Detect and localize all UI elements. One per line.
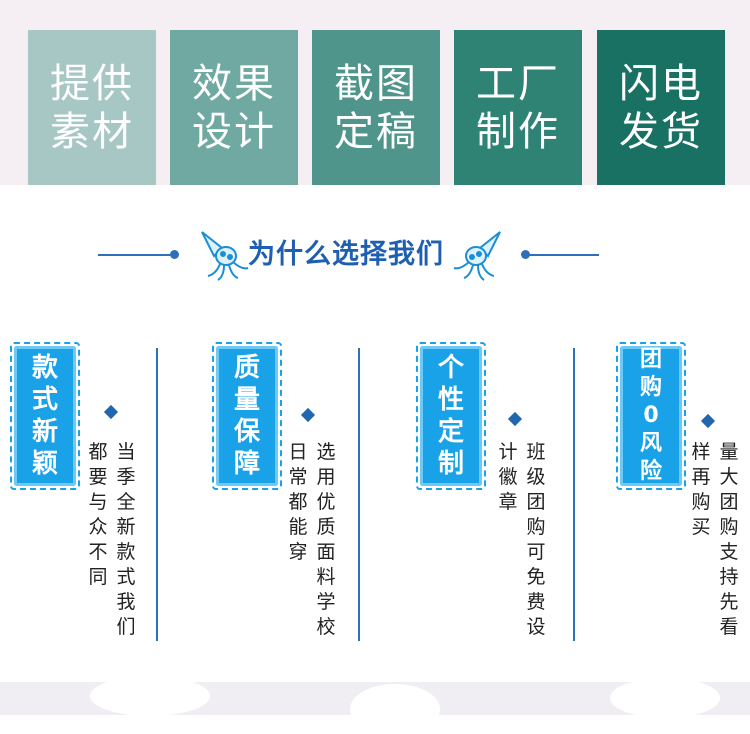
step-line1: 提供 bbox=[50, 60, 134, 107]
badge-char: 团 bbox=[639, 347, 662, 372]
badge-char: 颖 bbox=[31, 449, 58, 479]
diamond-icon bbox=[300, 407, 316, 423]
cloud-decoration bbox=[90, 676, 210, 716]
feature-text-col1: 选用优质面料学校 bbox=[316, 441, 336, 638]
step-line2: 制作 bbox=[476, 108, 560, 155]
step-line1: 工厂 bbox=[476, 60, 560, 107]
step-line2: 素材 bbox=[50, 108, 134, 155]
step-line1: 效果 bbox=[192, 60, 276, 107]
diamond-icon bbox=[103, 404, 119, 420]
step-fast-shipping: 闪电 发货 bbox=[597, 30, 725, 185]
step-provide-material: 提供 素材 bbox=[28, 30, 156, 185]
feature-text-col2: 都要与众不同 bbox=[88, 441, 108, 588]
step-factory-production: 工厂 制作 bbox=[454, 30, 582, 185]
badge-char: 个 bbox=[437, 353, 464, 383]
step-line2: 发货 bbox=[619, 108, 703, 155]
feature-text-col1: 当季全新款式我们 bbox=[116, 441, 136, 638]
diamond-icon bbox=[507, 411, 523, 427]
step-effect-design: 效果 设计 bbox=[170, 30, 298, 185]
badge-char: 式 bbox=[31, 385, 58, 415]
badge-char: 制 bbox=[437, 449, 464, 479]
feature-text-col1: 班级团购可免费设 bbox=[526, 441, 546, 638]
feature-text-col1: 量大团购支持先看 bbox=[719, 441, 739, 638]
step-line2: 定稿 bbox=[334, 108, 418, 155]
feature-badge-quality: 质量保障 bbox=[212, 342, 282, 490]
feature-divider bbox=[573, 348, 575, 641]
bottom-band bbox=[0, 676, 750, 734]
badge-char: 购 bbox=[639, 375, 662, 400]
badge-char: 新 bbox=[31, 417, 58, 447]
process-band: 提供 素材 效果 设计 截图 定稿 工厂 制作 闪电 发货 bbox=[0, 0, 750, 185]
badge-char: 0 bbox=[643, 403, 659, 428]
badge-char: 性 bbox=[437, 385, 464, 415]
step-line1: 截图 bbox=[334, 60, 418, 107]
badge-char: 障 bbox=[233, 449, 260, 479]
badge-char: 量 bbox=[233, 385, 260, 415]
section-title: 为什么选择我们 bbox=[248, 239, 444, 270]
squid-icon-left bbox=[201, 231, 249, 281]
badge-char: 质 bbox=[233, 353, 260, 383]
step-line2: 设计 bbox=[192, 108, 276, 155]
title-line-right bbox=[525, 254, 599, 256]
feature-divider bbox=[156, 348, 158, 641]
title-dot-left bbox=[170, 250, 179, 259]
feature-badge-custom: 个性定制 bbox=[416, 342, 486, 490]
step-screenshot-confirm: 截图 定稿 bbox=[312, 30, 440, 185]
title-line-left bbox=[98, 254, 174, 256]
cloud-decoration bbox=[610, 678, 720, 718]
badge-char: 风 bbox=[639, 431, 662, 456]
feature-text-col2: 样再购买 bbox=[691, 441, 711, 538]
feature-text-col2: 计徽章 bbox=[498, 441, 518, 513]
diamond-icon bbox=[700, 413, 716, 429]
badge-char: 定 bbox=[437, 417, 464, 447]
step-line1: 闪电 bbox=[619, 60, 703, 107]
badge-char: 险 bbox=[639, 459, 662, 484]
feature-badge-zero-risk: 团购 0 风险 bbox=[616, 342, 686, 490]
feature-badge-style: 款式新颖 bbox=[10, 342, 80, 490]
badge-char: 款 bbox=[31, 353, 58, 383]
cloud-decoration bbox=[350, 684, 440, 734]
feature-divider bbox=[358, 348, 360, 641]
squid-icon-right bbox=[453, 231, 501, 281]
feature-text-col2: 日常都能穿 bbox=[288, 441, 308, 563]
badge-char: 保 bbox=[233, 417, 260, 447]
